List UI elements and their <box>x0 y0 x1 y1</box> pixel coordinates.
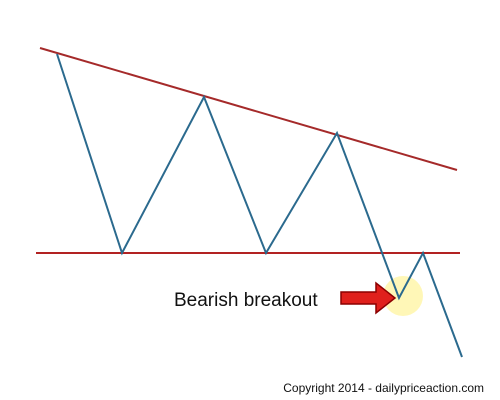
breakout-arrow-icon <box>340 281 397 315</box>
copyright-text: Copyright 2014 - dailypriceaction.com <box>283 381 484 395</box>
descending-resistance-line <box>39 47 458 171</box>
breakout-highlight <box>383 276 423 316</box>
breakout-label: Bearish breakout <box>174 290 318 311</box>
price-path <box>56 53 463 358</box>
